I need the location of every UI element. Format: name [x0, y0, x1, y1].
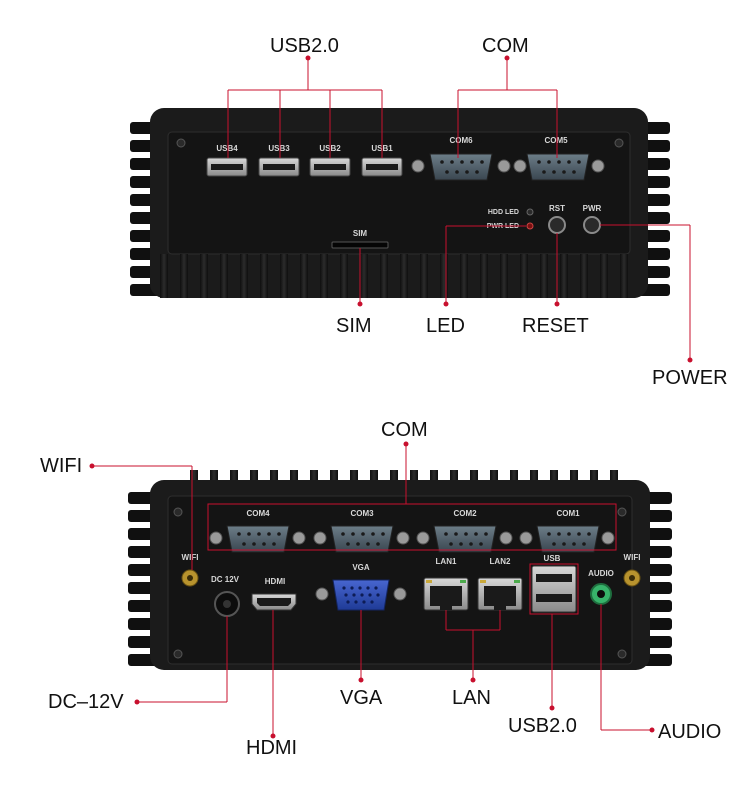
com6-label: COM6 [449, 136, 473, 145]
sim-label: SIM [353, 229, 368, 238]
dc-jack [215, 592, 239, 616]
com3-label: COM3 [350, 509, 374, 518]
lan2-label: LAN2 [490, 557, 511, 566]
wifi-antenna-left [182, 570, 198, 586]
wifi-right-label: WIFI [624, 553, 641, 562]
audio-jack [591, 584, 611, 604]
com5-label: COM5 [544, 136, 568, 145]
vga-label: VGA [352, 563, 370, 572]
usb-stacked-ports [532, 566, 576, 612]
audio-label: AUDIO [588, 569, 614, 578]
reset-callout: RESET [522, 316, 589, 336]
com4-label: COM4 [246, 509, 270, 518]
led-callout: LED [426, 316, 465, 336]
top-chassis [130, 108, 670, 298]
lan1-label: LAN1 [436, 557, 457, 566]
rst-label: RST [549, 204, 565, 213]
audio-callout: AUDIO [658, 722, 721, 742]
com2-label: COM2 [453, 509, 477, 518]
wifi-antenna-right [624, 570, 640, 586]
pwr-label: PWR [583, 204, 602, 213]
sim-callout: SIM [336, 316, 372, 336]
lan-callout: LAN [452, 688, 491, 708]
sim-slot [332, 242, 388, 248]
power-callout: POWER [652, 368, 728, 388]
bottom-usb-callout: USB2.0 [508, 716, 577, 736]
usb3-label: USB3 [268, 144, 290, 153]
hdd-led-label: HDD LED [488, 209, 519, 216]
com1-label: COM1 [556, 509, 580, 518]
reset-button[interactable] [549, 217, 565, 233]
usb-label: USB [544, 554, 561, 563]
lan1-port [424, 578, 468, 610]
dc-callout: DC–12V [48, 692, 124, 712]
wifi-left-label: WIFI [182, 553, 199, 562]
bottom-com-callout: COM [381, 420, 428, 440]
power-button[interactable] [584, 217, 600, 233]
usb4-label: USB4 [216, 144, 238, 153]
hdmi-callout: HDMI [246, 738, 297, 758]
pwr-led-indicator [527, 223, 533, 229]
hdd-led-indicator [527, 209, 533, 215]
hdmi-label: HDMI [265, 577, 285, 586]
top-com-callout: COM [482, 36, 529, 56]
top-usb-callout: USB2.0 [270, 36, 339, 56]
lan2-port [478, 578, 522, 610]
vga-callout: VGA [340, 688, 382, 708]
dc12v-label: DC 12V [211, 575, 240, 584]
wifi-callout: WIFI [40, 456, 82, 476]
